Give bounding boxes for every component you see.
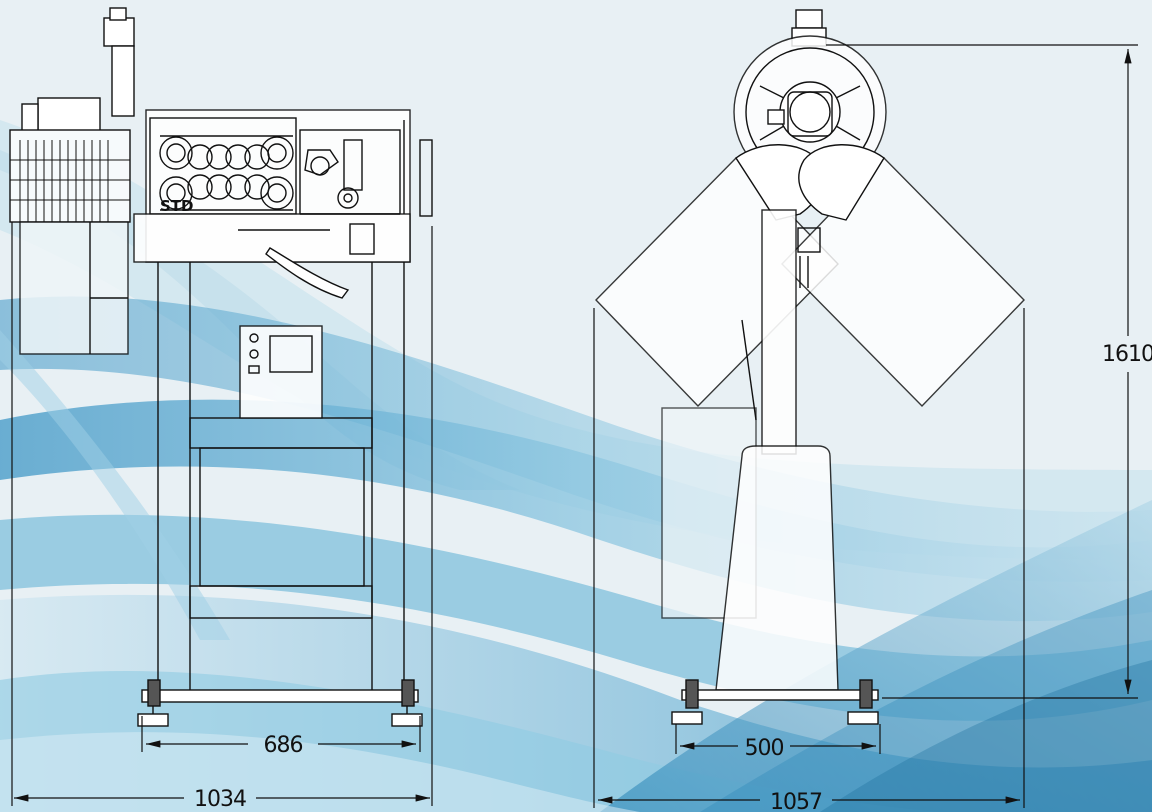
right-dimensions — [593, 44, 1138, 808]
dim-right-height: 1610 — [1102, 342, 1152, 367]
right-machine-drawing — [595, 9, 1025, 725]
dim-left-base-width: 686 — [264, 733, 303, 758]
dim-right-base-width: 500 — [745, 736, 784, 761]
dim-left-total-width: 1034 — [194, 787, 246, 812]
logo-text: STD — [160, 197, 194, 215]
dim-right-total-width: 1057 — [770, 790, 822, 812]
feed-rollers — [159, 135, 294, 211]
left-machine-drawing: STD — [9, 7, 433, 727]
left-dimensions — [11, 222, 433, 806]
